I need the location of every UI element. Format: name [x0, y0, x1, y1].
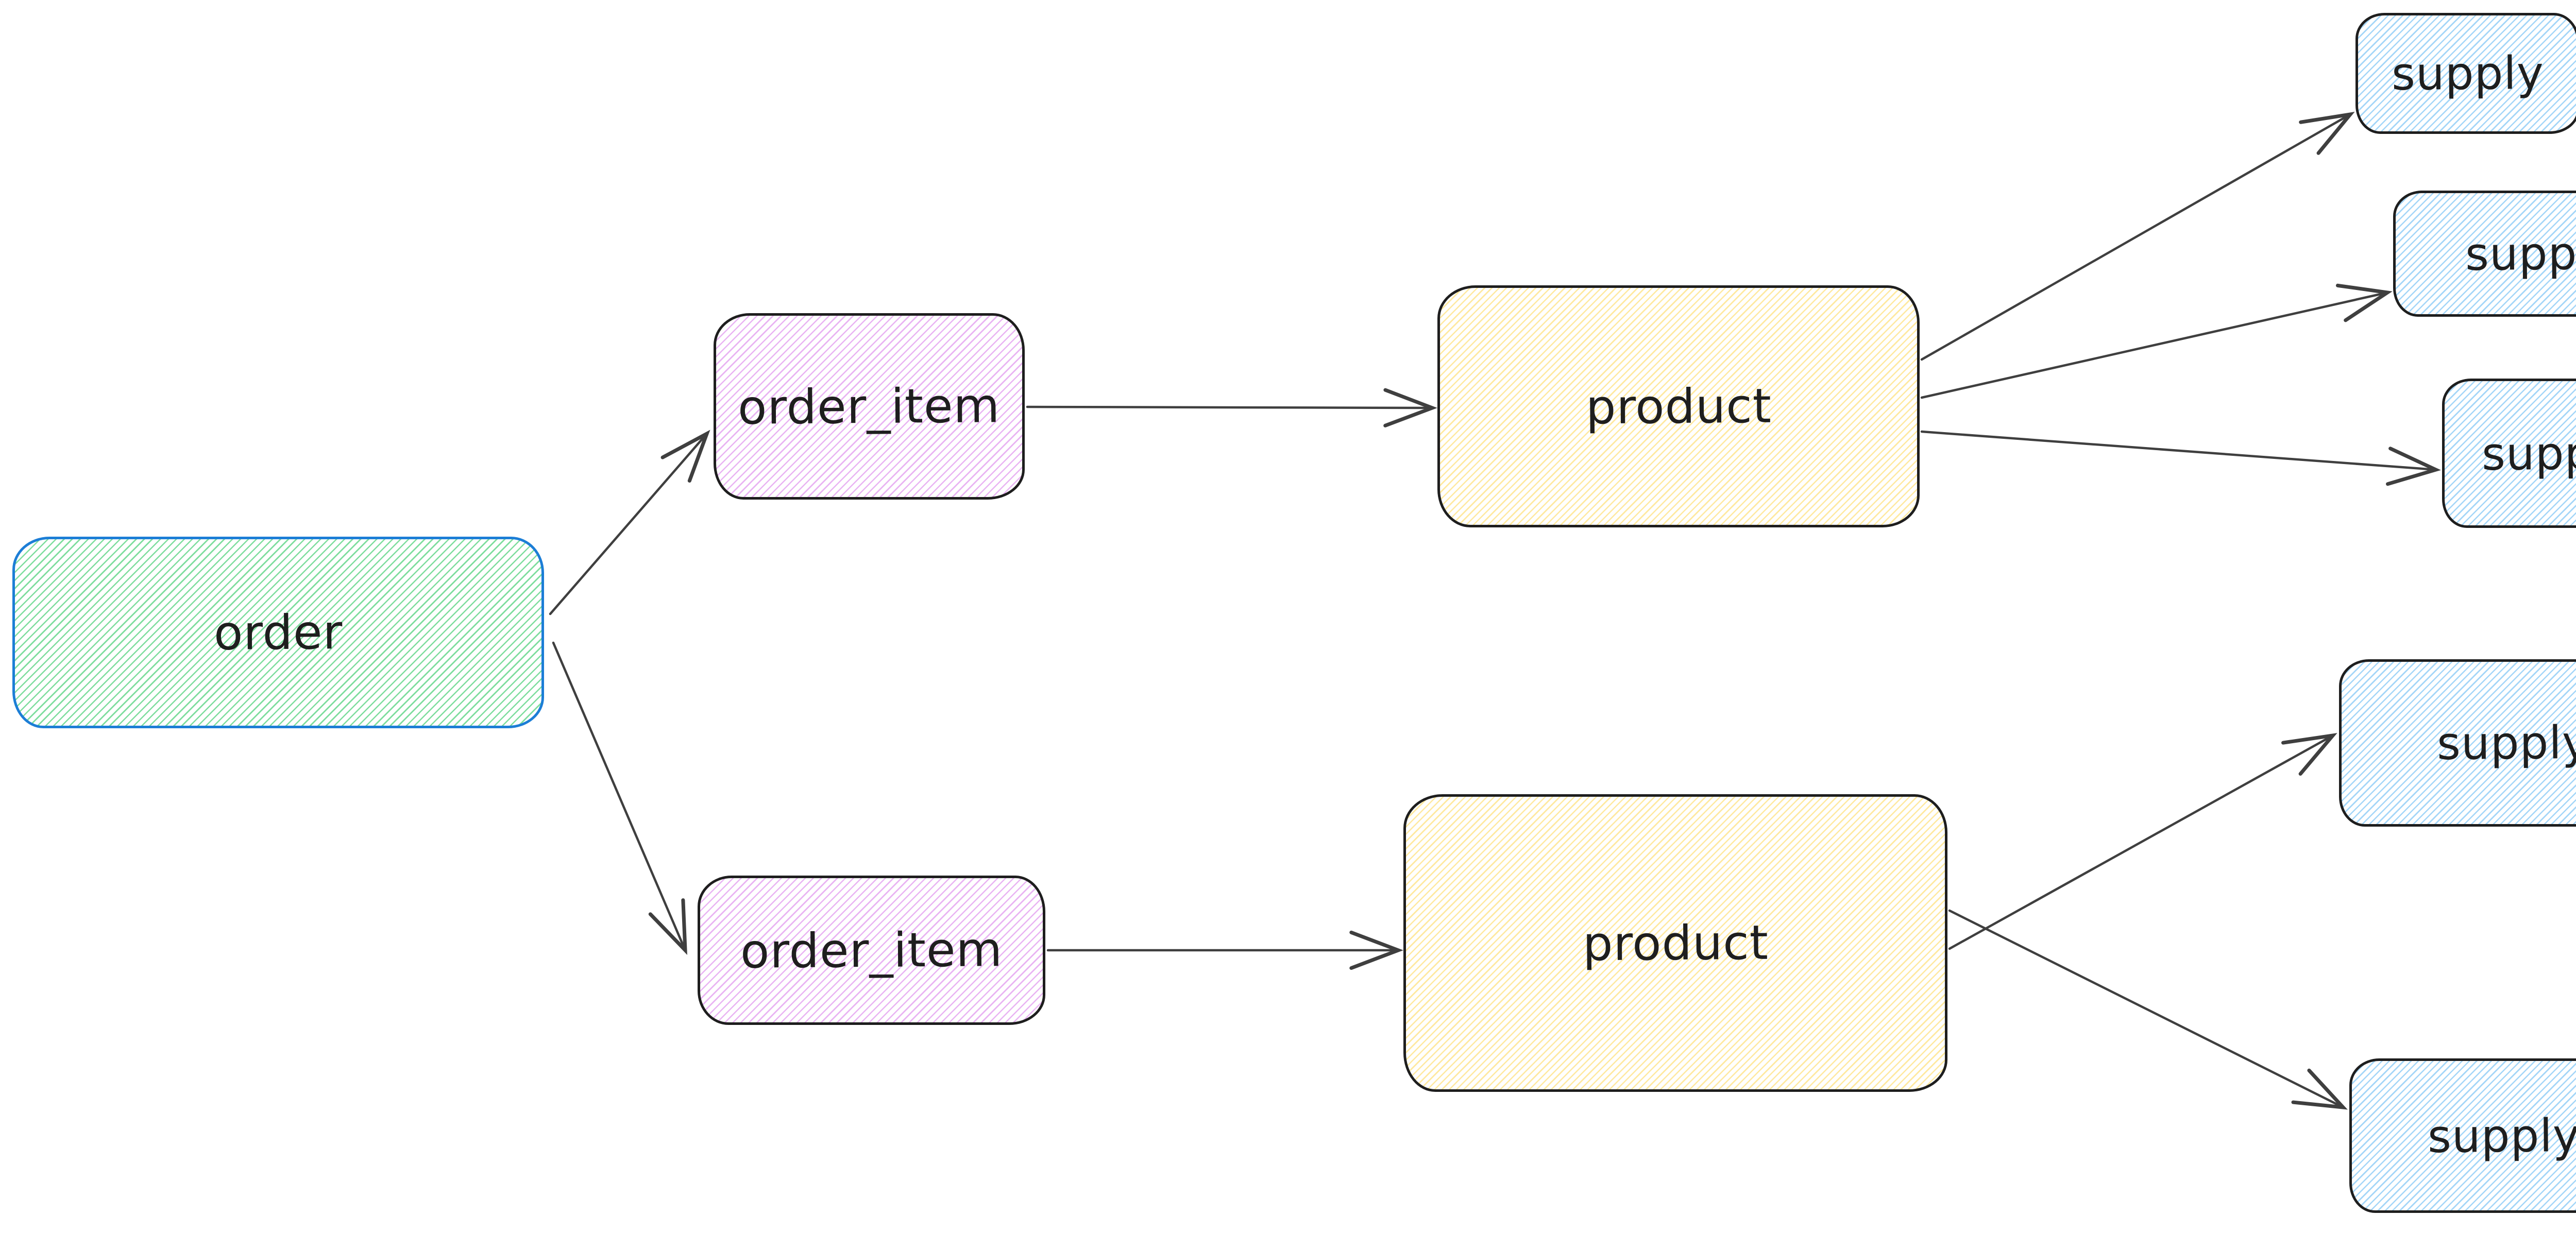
edge-order-to-order-item-1[interactable]	[549, 430, 710, 615]
node-supply-4-label: supply	[2436, 715, 2576, 770]
node-supply-5[interactable]: supply	[2349, 1058, 2576, 1213]
node-order-item-2-label: order_item	[740, 921, 1003, 979]
node-order[interactable]: order	[12, 537, 544, 728]
node-order-item-1-label: order_item	[738, 378, 1001, 435]
edge-product-2-to-supply-4[interactable]	[1948, 733, 2337, 950]
edge-product-1-to-supply-3[interactable]	[1920, 430, 2441, 486]
node-product-1-label: product	[1585, 378, 1772, 435]
node-supply-4[interactable]: supply	[2339, 659, 2576, 827]
node-supply-3-label: supply	[2481, 426, 2576, 481]
node-product-1[interactable]: product	[1437, 285, 1920, 527]
node-supply-1[interactable]: supply	[2355, 13, 2576, 134]
edge-order-item-1-to-product-1[interactable]	[1026, 388, 1437, 427]
node-supply-3[interactable]: supply	[2442, 379, 2576, 528]
edge-product-1-to-supply-1[interactable]	[1920, 112, 2355, 361]
node-supply-5-label: supply	[2427, 1108, 2576, 1163]
node-order-item-2[interactable]: order_item	[698, 876, 1045, 1025]
edge-product-1-to-supply-2[interactable]	[1920, 283, 2393, 399]
node-supply-1-label: supply	[2391, 46, 2544, 101]
node-product-2-label: product	[1582, 915, 1769, 971]
node-supply-2-label: supply	[2465, 226, 2576, 281]
node-order-item-1[interactable]: order_item	[714, 313, 1025, 500]
node-order-label: order	[213, 604, 343, 661]
node-product-2[interactable]: product	[1403, 794, 1947, 1092]
edge-product-2-to-supply-5[interactable]	[1948, 909, 2348, 1110]
edge-order-to-order-item-2[interactable]	[552, 641, 687, 955]
node-supply-2[interactable]: supply	[2393, 191, 2576, 317]
